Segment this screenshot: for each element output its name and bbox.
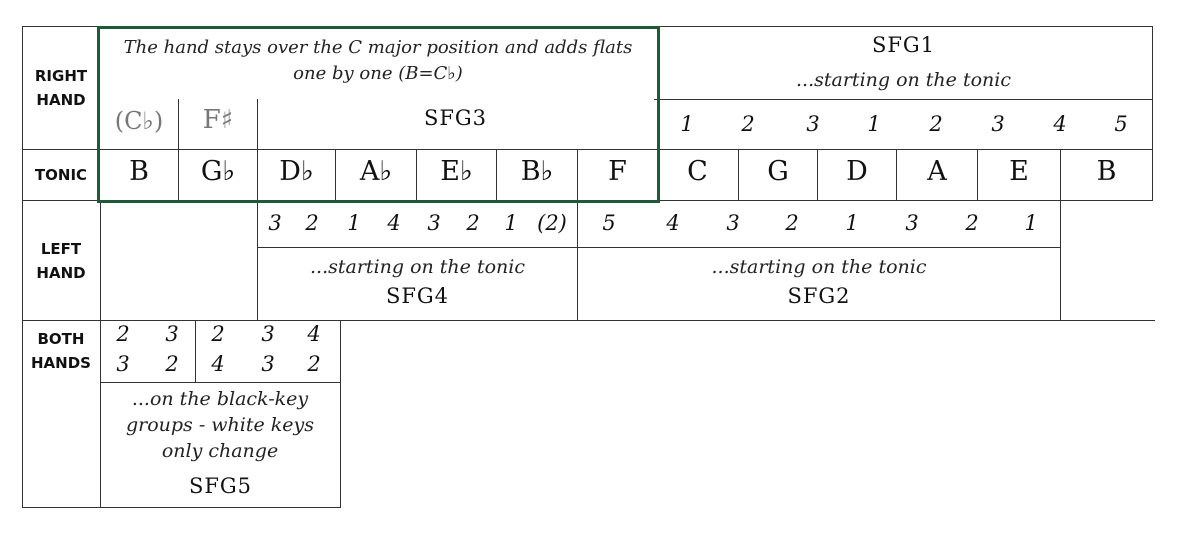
- rh-finger: 1: [867, 112, 881, 136]
- sfg2-title: SFG2: [787, 284, 851, 308]
- lh-sfg4-finger: 4: [387, 211, 401, 235]
- rh-finger: 5: [1114, 112, 1128, 136]
- grid-line: [654, 99, 1153, 100]
- grid-line: [416, 149, 417, 200]
- rh-finger: 2: [741, 112, 755, 136]
- grid-line: [1060, 149, 1061, 320]
- lh-sfg4-finger: 3: [427, 211, 441, 235]
- lh-sfg2-finger: 3: [905, 211, 919, 235]
- sfg4-description: ...starting on the tonic: [310, 256, 525, 278]
- lh-sfg4-finger: 3: [268, 211, 282, 235]
- tonic-note: D: [846, 156, 868, 187]
- lh-sfg2-finger: 2: [965, 211, 979, 235]
- bh-top-finger: 3: [261, 322, 275, 346]
- tonic-note: C: [687, 156, 708, 187]
- grid-line: [817, 149, 818, 200]
- grid-line: [738, 149, 739, 200]
- tonic-note: G: [767, 156, 789, 187]
- lh-sfg2-finger: 2: [785, 211, 799, 235]
- tonic-note: A♭: [359, 156, 393, 187]
- lh-sfg2-finger: 1: [1024, 211, 1038, 235]
- grid-line: [195, 320, 196, 382]
- lh-sfg2-finger: 4: [666, 211, 680, 235]
- bh-bottom-finger: 4: [211, 352, 225, 376]
- tonic-note: G♭: [200, 156, 236, 187]
- rh-finger: 2: [929, 112, 943, 136]
- lh-sfg4-finger: 2: [305, 211, 319, 235]
- both-hands-label: BOTH HANDS: [31, 330, 91, 372]
- grid-line: [977, 149, 978, 200]
- bh-bottom-finger: 2: [165, 352, 179, 376]
- bh-top-finger: 2: [116, 322, 130, 346]
- grid-line: [178, 99, 179, 200]
- rh-finger: 3: [991, 112, 1005, 136]
- grid-line: [22, 320, 1155, 321]
- sfg1-title: SFG1: [871, 33, 936, 57]
- grid-line: [577, 149, 578, 320]
- grid-line: [496, 149, 497, 200]
- c-flat-label: (C♭): [114, 107, 164, 135]
- grid-line: [340, 320, 341, 508]
- tonic-note: F: [608, 156, 627, 187]
- bh-top-finger: 2: [211, 322, 225, 346]
- rh-finger: 3: [806, 112, 820, 136]
- grid-line: [22, 507, 340, 508]
- grid-line: [257, 99, 258, 320]
- f-sharp-label: F♯: [202, 105, 234, 135]
- bh-bottom-finger: 3: [116, 352, 130, 376]
- tonic-note: E♭: [440, 156, 473, 187]
- grid-line: [100, 200, 101, 508]
- right-hand-label: RIGHT HAND: [34, 67, 88, 109]
- bh-top-finger: 3: [165, 322, 179, 346]
- grid-line: [22, 149, 1153, 150]
- rh-finger: 1: [680, 112, 694, 136]
- sfg2-description: ...starting on the tonic: [711, 256, 927, 278]
- tonic-note: B: [1096, 156, 1117, 187]
- sfg3-highlight-box: [97, 26, 660, 203]
- sfg5-title: SFG5: [188, 474, 253, 498]
- lh-sfg2-finger: 3: [726, 211, 740, 235]
- grid-line: [335, 149, 336, 200]
- bh-bottom-finger: 2: [307, 352, 321, 376]
- grid-line: [100, 382, 340, 383]
- lh-sfg4-finger: 1: [347, 211, 361, 235]
- left-hand-label: LEFT HAND: [36, 240, 86, 282]
- sfg1-description: ...starting on the tonic: [796, 69, 1011, 91]
- grid-line: [1152, 26, 1153, 201]
- sfg4-title: SFG4: [385, 284, 450, 308]
- tonic-note: A: [927, 156, 947, 187]
- grid-line: [22, 26, 23, 508]
- tonic-note: B♭: [520, 156, 554, 187]
- grid-line: [896, 149, 897, 200]
- tonic-note: E: [1009, 156, 1029, 187]
- bh-bottom-finger: 3: [261, 352, 275, 376]
- rh-finger: 4: [1053, 112, 1067, 136]
- grid-line: [257, 247, 1060, 248]
- tonic-note: B: [129, 156, 149, 187]
- lh-sfg4-finger: 1: [504, 211, 518, 235]
- tonic-label: TONIC: [34, 166, 88, 184]
- lh-sfg2-finger: 5: [602, 211, 616, 235]
- bh-top-finger: 4: [307, 322, 321, 346]
- tonic-note: D♭: [279, 156, 314, 187]
- lh-sfg2-finger: 1: [845, 211, 859, 235]
- c-major-position-note: The hand stays over the C major position…: [123, 37, 633, 84]
- sfg5-description: ...on the black-key groups - white keys …: [125, 388, 315, 462]
- sfg3-title: SFG3: [423, 106, 488, 130]
- lh-sfg4-finger: (2): [537, 211, 567, 235]
- lh-sfg4-finger: 2: [466, 211, 480, 235]
